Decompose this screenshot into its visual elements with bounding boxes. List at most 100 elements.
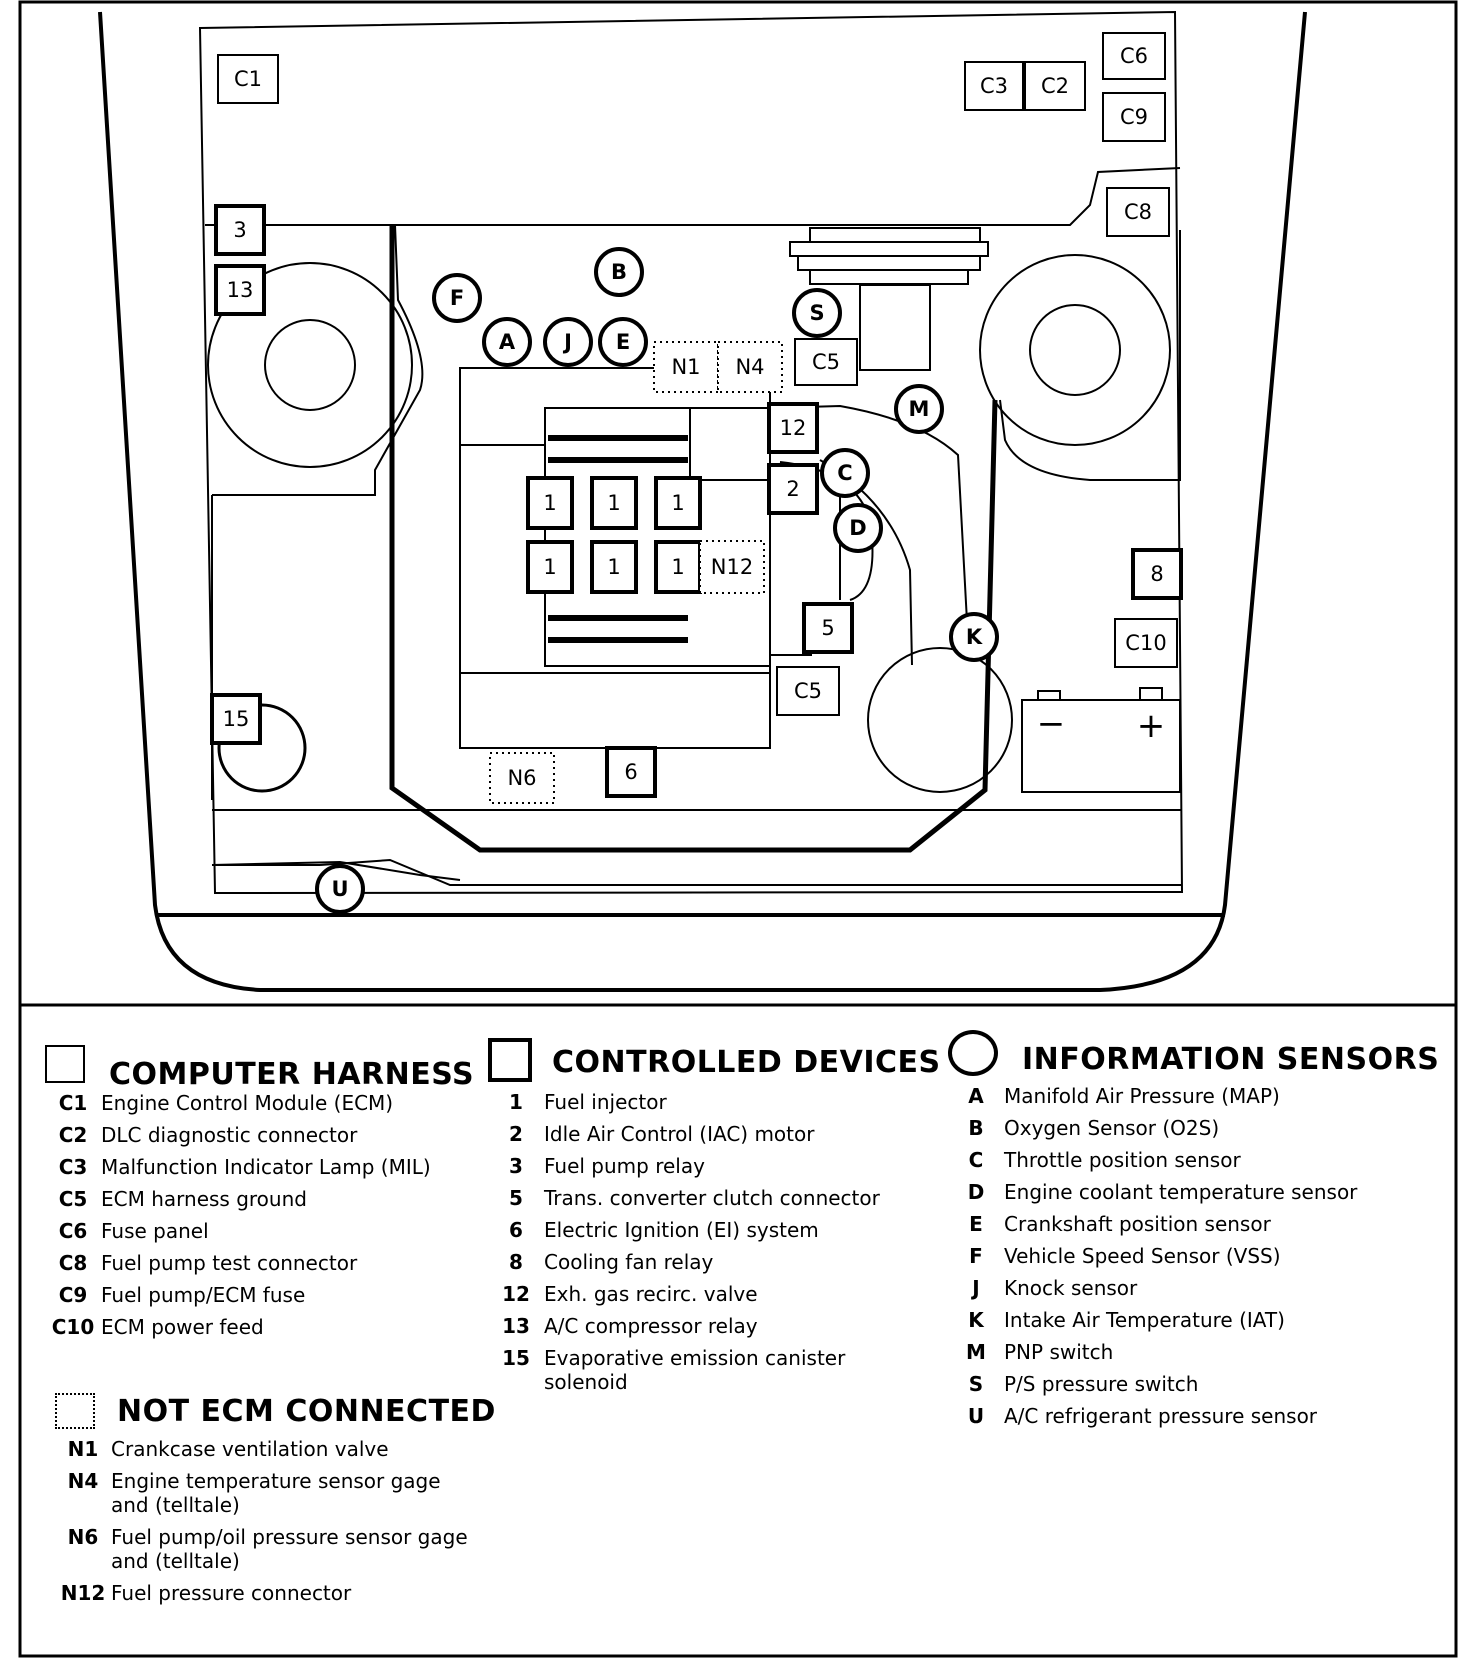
device-tag-box — [767, 402, 819, 454]
battery-plus: + — [1137, 706, 1166, 746]
legend-item-code: U — [967, 1404, 985, 1428]
tag-label: J — [562, 330, 572, 354]
legend-item-desc: Evaporative emission canister solenoid — [544, 1346, 846, 1394]
sensor-circle — [792, 288, 842, 338]
device-tag-box — [767, 463, 819, 515]
sensor-tag-s: S — [792, 288, 842, 338]
sensor-tag-b: B — [594, 247, 644, 297]
device-tag-1e: 1 — [590, 540, 638, 594]
legend-item-code: N12 — [60, 1581, 106, 1605]
not-ecm-tag-n4: N4 — [717, 341, 783, 393]
thick-square-symbol-icon — [488, 1038, 532, 1082]
harness-tag-box — [217, 54, 279, 104]
tag-label: C5 — [812, 350, 840, 374]
harness-tag-c10: C10 — [1114, 618, 1178, 668]
legend-title: COMPUTER HARNESS — [109, 1056, 475, 1092]
harness-tag-box — [1102, 92, 1166, 142]
tag-label: C8 — [1124, 200, 1152, 224]
legend-item-code: C9 — [58, 1283, 88, 1307]
device-tag-2: 2 — [767, 463, 819, 515]
ps-pump-body — [859, 284, 931, 371]
tag-label: 1 — [607, 555, 620, 579]
legend-item-code: C3 — [58, 1155, 88, 1179]
not-ecm-tag-box — [653, 341, 719, 393]
right-strut-inner — [1029, 304, 1121, 396]
legend-item-code: K — [968, 1308, 984, 1332]
sensor-tag-m: M — [894, 384, 944, 434]
not-ecm-tag-box — [699, 540, 765, 594]
legend-item-code: M — [966, 1340, 986, 1364]
legend-item-desc: Manifold Air Pressure (MAP) — [1004, 1084, 1280, 1108]
device-tag-box — [605, 746, 657, 798]
vehicle-body-outline — [98, 11, 1307, 992]
sensor-circle — [949, 612, 999, 662]
tag-label: 2 — [786, 477, 799, 501]
legend-item-code: B — [968, 1116, 984, 1140]
tag-label: S — [809, 301, 824, 325]
legend-item-desc: Crankshaft position sensor — [1004, 1212, 1271, 1236]
harness-tag-c5-top: C5 — [794, 338, 858, 386]
legend-item-desc: Fuel pump/oil pressure sensor gage and (… — [111, 1525, 468, 1573]
legend-item-desc: Trans. converter clutch connector — [544, 1186, 880, 1210]
battery-body — [1021, 699, 1181, 793]
device-tag-box — [526, 476, 574, 530]
tag-label: A — [499, 330, 516, 354]
legend-item-code: 8 — [509, 1250, 523, 1274]
legend-item-code: J — [972, 1276, 980, 1300]
legend-item-code: 3 — [509, 1154, 523, 1178]
sensor-circle — [833, 503, 883, 553]
sensor-tag-u: U — [315, 864, 365, 914]
legend-item-desc: ECM harness ground — [101, 1187, 307, 1211]
right-strut-outer — [979, 254, 1171, 446]
not-ecm-tag-box — [717, 341, 783, 393]
legend-item-code: C8 — [58, 1251, 88, 1275]
legend-item-code: C6 — [58, 1219, 88, 1243]
legend-title: INFORMATION SENSORS — [1022, 1041, 1440, 1077]
tag-label: D — [849, 516, 866, 540]
device-tag-1a: 1 — [526, 476, 574, 530]
device-tag-6: 6 — [605, 746, 657, 798]
harness-tag-box — [1114, 618, 1178, 668]
lower-rail-3 — [319, 858, 1182, 886]
sensor-tag-d: D — [833, 503, 883, 553]
tag-label: 1 — [671, 555, 684, 579]
device-tag-15: 15 — [210, 693, 262, 745]
harness-tag-c8: C8 — [1106, 187, 1170, 237]
tag-label: F — [450, 286, 464, 310]
sensor-tag-c: C — [820, 448, 870, 498]
legend-item-code: 13 — [502, 1314, 530, 1338]
legend-item-code: C — [968, 1148, 984, 1172]
harness-tag-c5-mid: C5 — [776, 666, 840, 716]
device-tag-1b: 1 — [590, 476, 638, 530]
harness-tag-c3: C3 — [964, 61, 1024, 111]
left-strut-inner — [264, 319, 356, 411]
tag-label: 1 — [671, 491, 684, 515]
legend-item-code: N6 — [67, 1525, 99, 1549]
tag-label: C3 — [980, 74, 1008, 98]
plenum — [544, 407, 771, 667]
legend-item-code: N1 — [67, 1437, 99, 1461]
tag-label: 12 — [780, 416, 807, 440]
device-tag-8: 8 — [1131, 548, 1183, 600]
legend-item-code: 15 — [502, 1346, 530, 1370]
tag-label: C2 — [1041, 74, 1069, 98]
ps-pump-pulley-2 — [789, 241, 989, 257]
legend-item-code: 6 — [509, 1218, 523, 1242]
legend-item-code: 1 — [509, 1090, 523, 1114]
legend-item-code: C1 — [58, 1091, 88, 1115]
tag-label: 6 — [624, 760, 637, 784]
not-ecm-tag-n1: N1 — [653, 341, 719, 393]
